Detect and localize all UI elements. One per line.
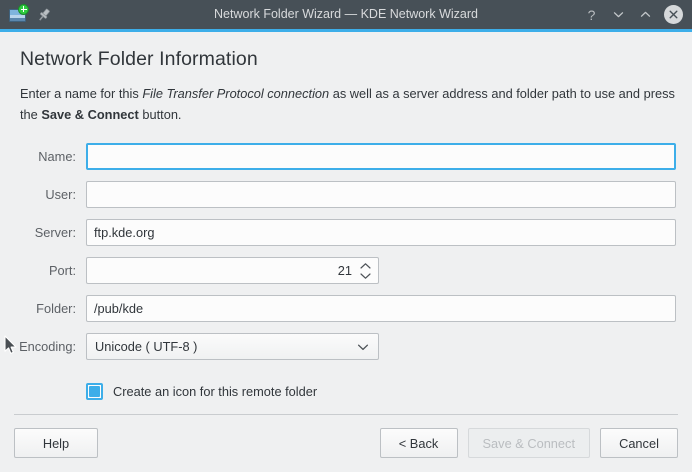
pin-icon[interactable] bbox=[36, 7, 52, 23]
network-folder-add-icon bbox=[9, 3, 29, 24]
create-icon-checkbox-row[interactable]: Create an icon for this remote folder bbox=[14, 383, 678, 401]
chevron-down-icon[interactable] bbox=[356, 340, 370, 354]
server-label: Server: bbox=[34, 225, 76, 241]
window-controls: ? bbox=[583, 5, 692, 24]
titlebar[interactable]: Network Folder Wizard — KDE Network Wiza… bbox=[0, 0, 692, 29]
port-stepper[interactable]: 21 bbox=[86, 257, 379, 285]
folder-row: Folder: bbox=[14, 295, 678, 323]
accent-line bbox=[0, 29, 692, 32]
chevron-down-icon[interactable] bbox=[359, 272, 372, 280]
page-description: Enter a name for this File Transfer Prot… bbox=[20, 84, 675, 125]
encoding-label: Encoding: bbox=[19, 339, 76, 355]
footer-separator bbox=[14, 414, 678, 415]
help-button[interactable]: ? bbox=[587, 6, 596, 23]
port-value[interactable]: 21 bbox=[337, 263, 352, 279]
name-label: Name: bbox=[38, 149, 76, 165]
user-label: User: bbox=[45, 187, 76, 203]
description-part-2: as well as a server address and folder p… bbox=[20, 86, 675, 122]
footer-buttons: Help < Back Save & Connect Cancel bbox=[14, 428, 678, 458]
back-button[interactable]: < Back bbox=[379, 428, 458, 458]
minimize-button[interactable] bbox=[610, 6, 627, 23]
port-row: Port: 21 bbox=[14, 257, 678, 285]
folder-label: Folder: bbox=[36, 301, 76, 317]
wizard-footer: Help < Back Save & Connect Cancel bbox=[0, 414, 692, 472]
user-input[interactable] bbox=[86, 181, 676, 209]
encoding-select[interactable]: Unicode ( UTF-8 ) bbox=[86, 333, 379, 361]
user-row: User: bbox=[14, 181, 678, 209]
server-row: Server: bbox=[14, 219, 678, 247]
port-stepper-arrows[interactable] bbox=[359, 261, 372, 281]
description-part-1: Enter a name for this bbox=[20, 86, 143, 101]
titlebar-left-icons bbox=[0, 3, 52, 24]
chevron-up-icon[interactable] bbox=[359, 262, 372, 270]
name-input[interactable] bbox=[86, 143, 676, 171]
encoding-value: Unicode ( UTF-8 ) bbox=[95, 339, 198, 355]
folder-input[interactable] bbox=[86, 295, 676, 323]
description-emphasis: File Transfer Protocol connection bbox=[142, 86, 330, 101]
footer-right-buttons: < Back Save & Connect Cancel bbox=[379, 428, 678, 458]
description-part-3: button. bbox=[138, 106, 182, 122]
description-strong: Save & Connect bbox=[41, 106, 139, 122]
name-row: Name: bbox=[14, 143, 678, 171]
add-badge bbox=[18, 3, 29, 15]
create-icon-checkbox-label[interactable]: Create an icon for this remote folder bbox=[113, 384, 318, 400]
encoding-row: Encoding: Unicode ( UTF-8 ) bbox=[14, 333, 678, 361]
create-icon-checkbox[interactable] bbox=[86, 383, 103, 401]
save-and-connect-button: Save & Connect bbox=[467, 428, 590, 458]
network-folder-form: Name: User: Server: Port: 21 bbox=[14, 143, 678, 401]
cancel-button[interactable]: Cancel bbox=[600, 428, 678, 458]
wizard-content: Network Folder Information Enter a name … bbox=[0, 32, 692, 414]
close-button[interactable] bbox=[664, 5, 683, 24]
port-label: Port: bbox=[48, 263, 76, 279]
page-title: Network Folder Information bbox=[20, 48, 258, 70]
maximize-button[interactable] bbox=[637, 6, 654, 23]
checkbox-checked-fill bbox=[89, 386, 100, 398]
server-input[interactable] bbox=[86, 219, 676, 247]
help-button-footer[interactable]: Help bbox=[14, 428, 98, 458]
